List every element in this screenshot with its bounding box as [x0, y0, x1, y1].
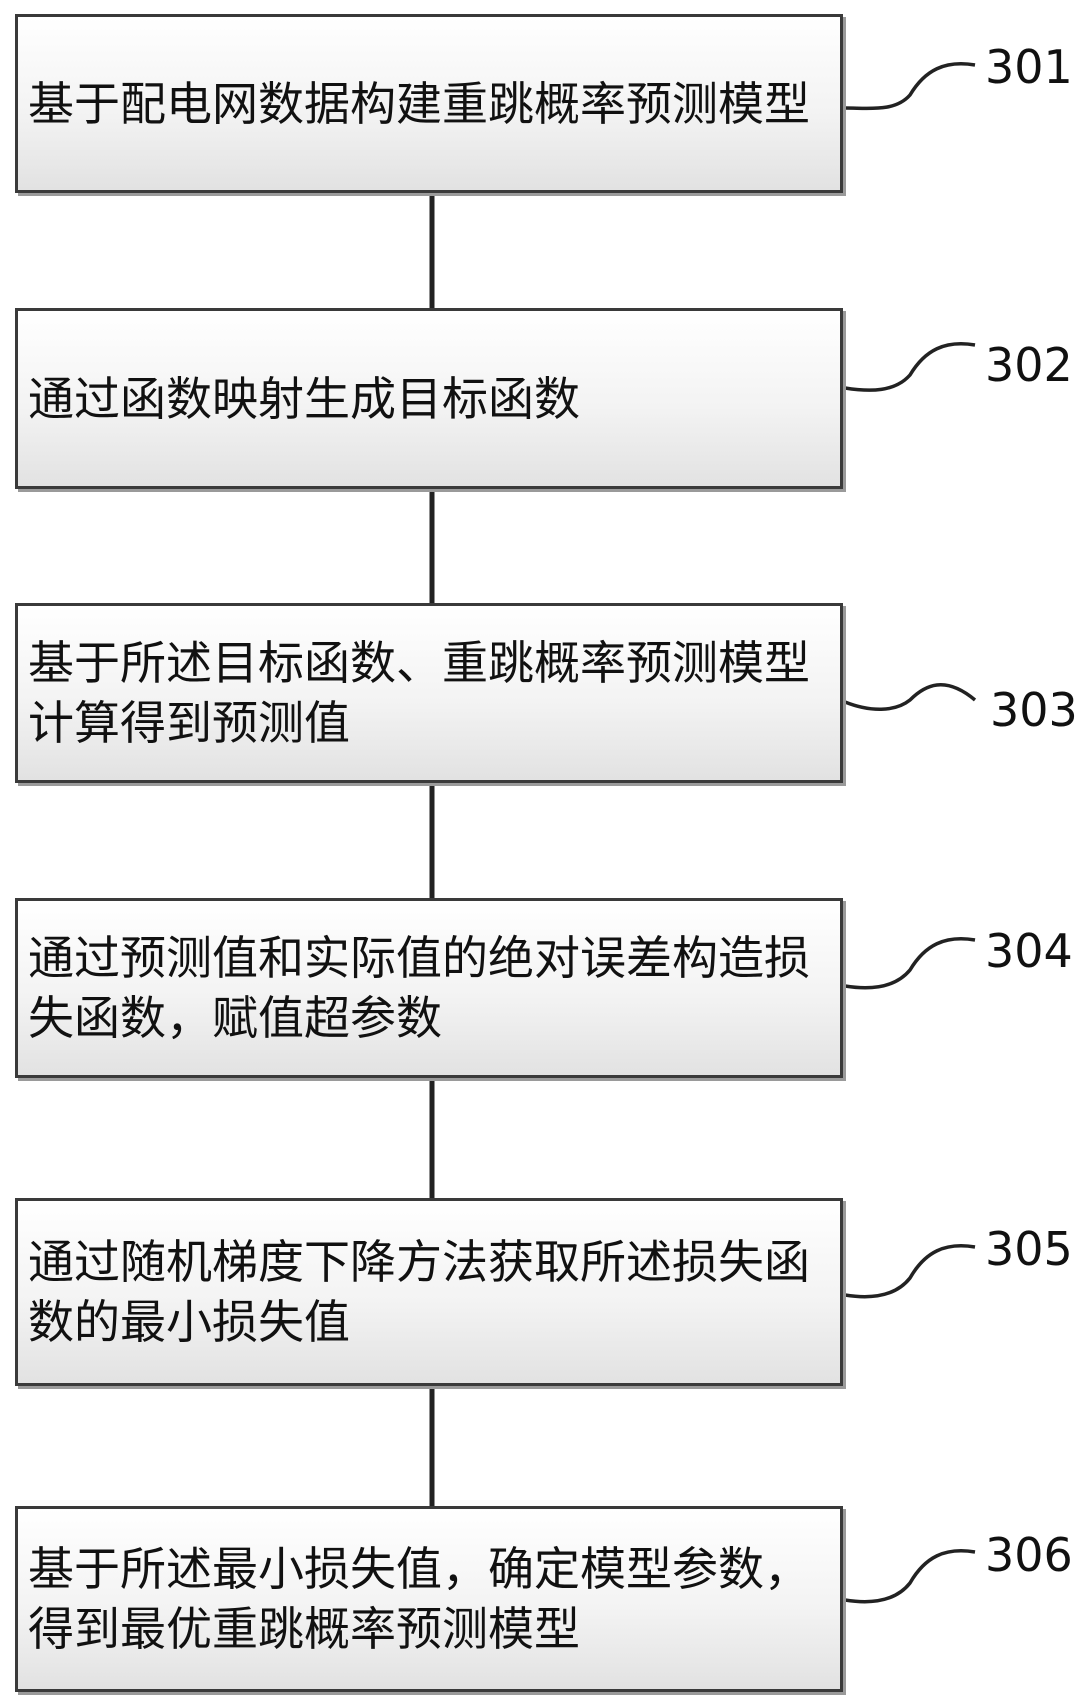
step-text-303: 基于所述目标函数、重跳概率预测模型计算得到预测值 — [28, 636, 810, 750]
step-box-305: 通过随机梯度下降方法获取所述损失函数的最小损失值 — [15, 1198, 843, 1386]
leader-302 — [844, 342, 976, 392]
leader-301 — [844, 62, 976, 111]
step-text-305: 通过随机梯度下降方法获取所述损失函数的最小损失值 — [28, 1235, 810, 1349]
step-box-304: 通过预测值和实际值的绝对误差构造损失函数，赋值超参数 — [15, 898, 843, 1078]
step-label-305: 305 — [985, 1222, 1073, 1276]
step-box-302: 通过函数映射生成目标函数 — [15, 308, 843, 489]
step-label-301: 301 — [985, 40, 1073, 94]
step-label-303: 303 — [990, 683, 1078, 737]
step-label-306: 306 — [985, 1528, 1073, 1582]
step-label-302: 302 — [985, 338, 1073, 392]
step-text-302: 通过函数映射生成目标函数 — [28, 371, 580, 426]
step-text-306: 基于所述最小损失值，确定模型参数，得到最优重跳概率预测模型 — [28, 1542, 810, 1656]
leader-306 — [844, 1549, 976, 1604]
step-box-303: 基于所述目标函数、重跳概率预测模型计算得到预测值 — [15, 603, 843, 783]
step-label-304: 304 — [985, 924, 1073, 978]
step-text-301: 基于配电网数据构建重跳概率预测模型 — [28, 76, 810, 131]
leader-303 — [844, 683, 977, 711]
step-box-301: 基于配电网数据构建重跳概率预测模型 — [15, 14, 843, 193]
leader-304 — [844, 937, 976, 990]
step-box-306: 基于所述最小损失值，确定模型参数，得到最优重跳概率预测模型 — [15, 1506, 843, 1692]
leader-305 — [844, 1244, 976, 1299]
step-text-304: 通过预测值和实际值的绝对误差构造损失函数，赋值超参数 — [28, 931, 810, 1045]
